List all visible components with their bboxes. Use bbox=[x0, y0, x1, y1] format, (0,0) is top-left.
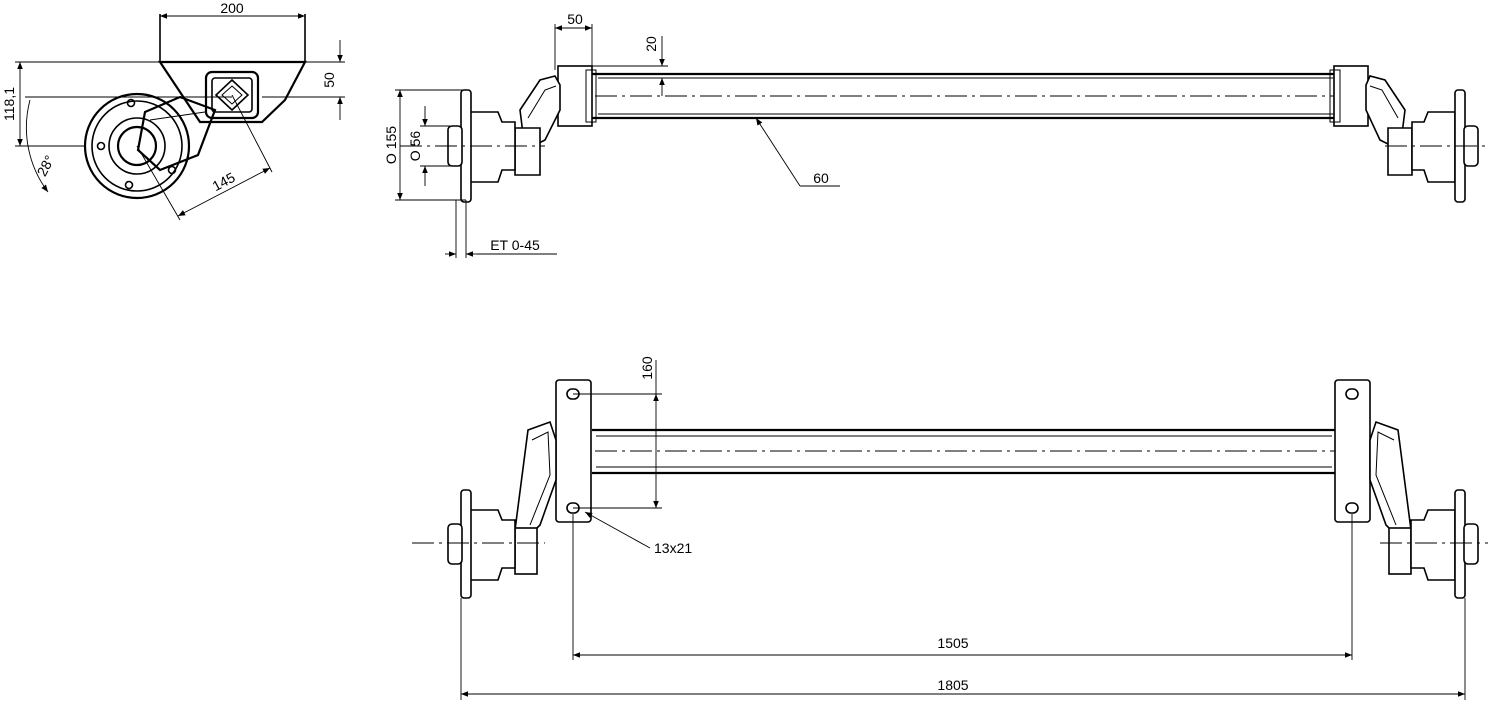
bolt-hole-bottom-right bbox=[167, 165, 177, 175]
hub-disc-rim bbox=[91, 100, 183, 192]
angle-arc bbox=[26, 99, 49, 193]
dim-et: ET 0-45 bbox=[490, 237, 540, 253]
arm-edge bbox=[149, 111, 206, 121]
front-right-arm bbox=[1369, 420, 1412, 547]
front-view: 160 13x21 1505 1805 bbox=[412, 356, 1488, 700]
top-left-hub bbox=[469, 111, 516, 183]
front-left-arm bbox=[514, 420, 557, 547]
dim-slot: 13x21 bbox=[654, 540, 692, 556]
dim-118: 118,1 bbox=[1, 87, 17, 121]
top-left-bracket-flange bbox=[585, 69, 597, 123]
top-right-arm-detail bbox=[1369, 85, 1399, 119]
top-right-hub bbox=[1411, 111, 1456, 183]
hub-bore bbox=[116, 125, 158, 167]
dim-line-145 bbox=[177, 167, 271, 217]
dim-50b: 50 bbox=[567, 11, 583, 27]
side-view: 200 50 118,1 28° 145 bbox=[1, 0, 345, 221]
dim-hub-outer: O 155 bbox=[383, 126, 399, 164]
slot-leader bbox=[584, 511, 651, 549]
tube-leader bbox=[755, 117, 801, 187]
front-right-cap bbox=[1463, 523, 1479, 565]
dim-1805: 1805 bbox=[937, 677, 968, 693]
front-right-drum bbox=[1388, 527, 1412, 575]
dim-145-ext-b bbox=[231, 94, 273, 173]
dim-hub-inner: O 56 bbox=[407, 131, 423, 162]
dim-145: 145 bbox=[210, 169, 238, 194]
front-right-slot-bottom bbox=[1345, 502, 1359, 514]
square-tube bbox=[204, 70, 260, 120]
dim-145-ext-a bbox=[136, 145, 181, 221]
front-right-arm-detail bbox=[1375, 431, 1397, 526]
top-right-bracket bbox=[1333, 65, 1369, 127]
dim-20: 20 bbox=[643, 36, 659, 52]
front-left-arm-detail bbox=[529, 431, 551, 526]
dim-200: 200 bbox=[220, 0, 244, 16]
top-right-drum bbox=[1387, 127, 1413, 176]
dim-160: 160 bbox=[639, 356, 655, 380]
top-left-arm-detail bbox=[527, 85, 557, 119]
top-left-bracket bbox=[557, 65, 593, 127]
top-right-bracket-flange bbox=[1329, 69, 1341, 123]
side-bracket bbox=[157, 60, 307, 124]
front-left-plate bbox=[555, 379, 592, 523]
front-left-drum bbox=[514, 527, 538, 575]
dim-1505: 1505 bbox=[937, 635, 968, 651]
top-left-drum bbox=[514, 127, 541, 176]
bolt-hole-bottom-left bbox=[124, 180, 134, 190]
front-right-plate bbox=[1334, 379, 1371, 523]
front-left-hub bbox=[469, 509, 516, 581]
dim-tube: 60 bbox=[813, 170, 829, 186]
front-right-slot-top bbox=[1345, 388, 1359, 400]
front-left-cap bbox=[447, 523, 463, 565]
dim-50: 50 bbox=[321, 72, 337, 88]
tube-diamond bbox=[214, 78, 250, 112]
hub-center bbox=[108, 117, 166, 175]
bolt-hole-top bbox=[126, 98, 136, 108]
square-tube-inner bbox=[211, 77, 253, 113]
front-right-hub bbox=[1410, 509, 1456, 581]
tube-diamond-inner bbox=[221, 85, 243, 105]
top-view: 50 20 O 155 O 56 60 ET 0-45 bbox=[383, 11, 1488, 258]
bolt-hole-left bbox=[96, 141, 106, 151]
